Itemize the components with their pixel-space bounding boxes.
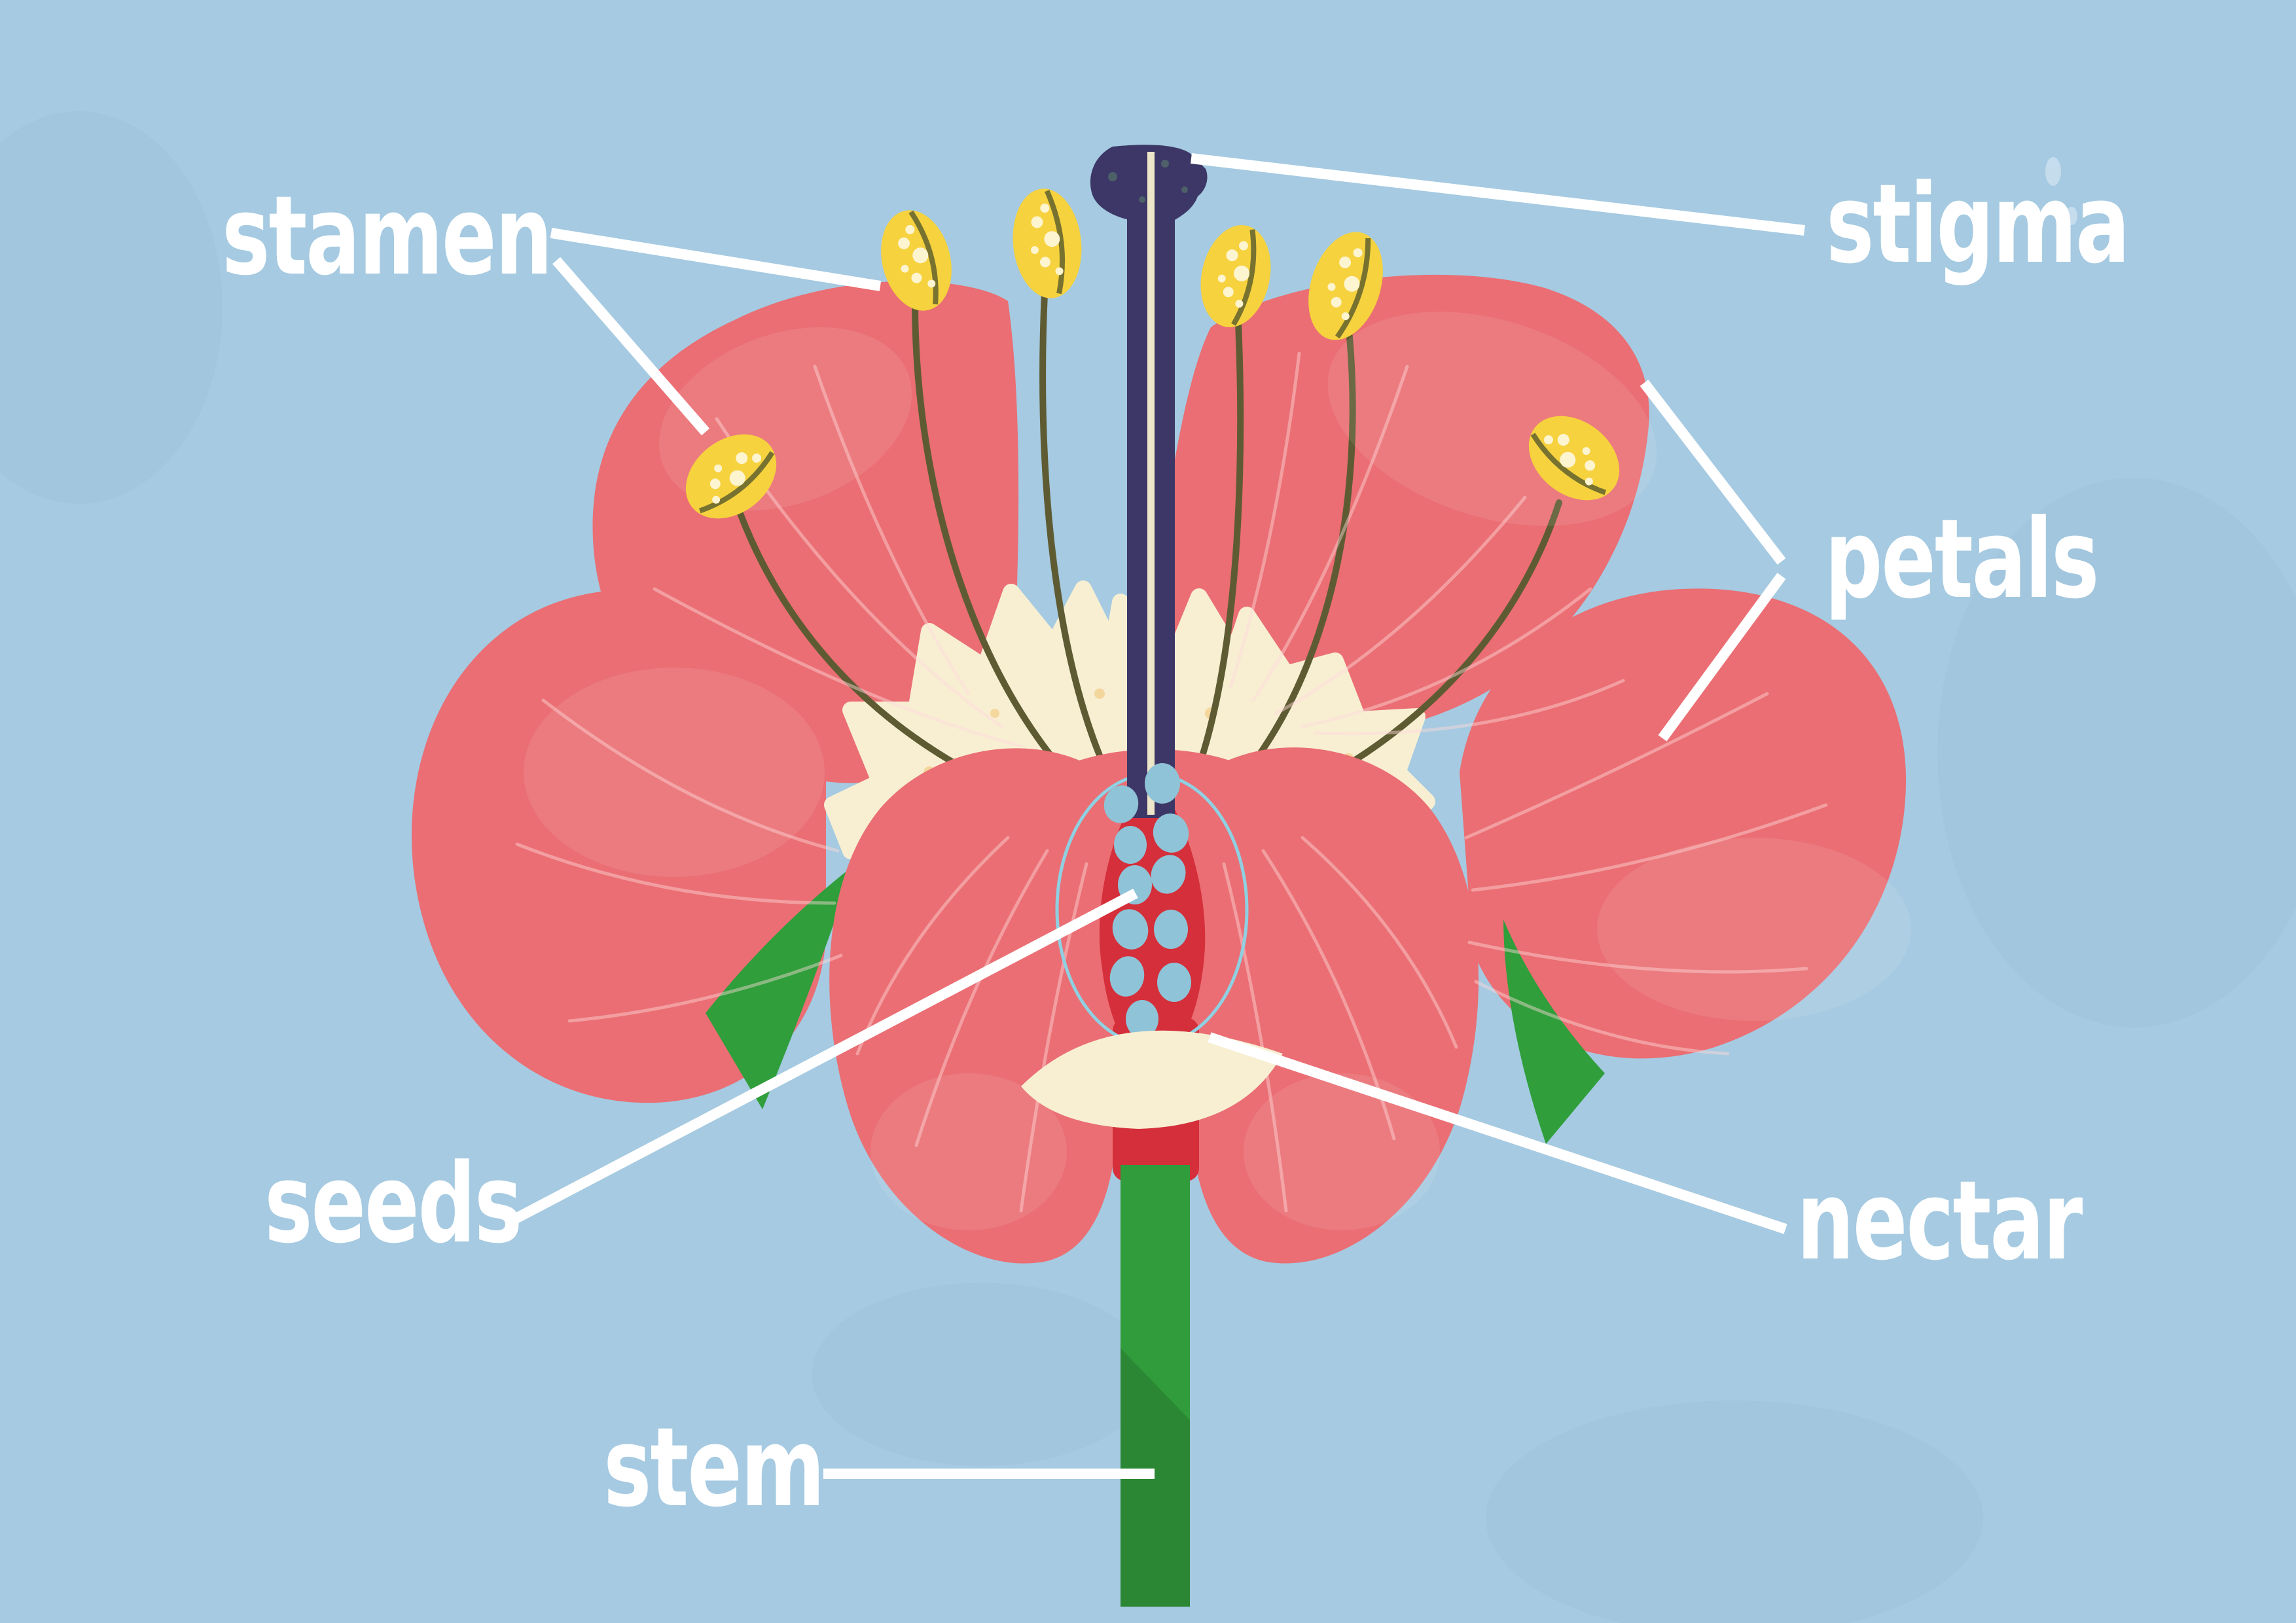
label-stamen: stamen [222,172,551,299]
leader-line-nectar [1208,1032,1787,1234]
anther-4 [1200,224,1271,328]
style-centre-stripe [1147,152,1155,815]
anther-5 [1308,232,1383,340]
seed-dot [1153,813,1189,853]
seed-dot [1145,763,1180,804]
petal-far-right [1460,588,1907,1059]
anther-2 [881,210,952,311]
anthers-group [685,188,1620,519]
leader-lines [513,153,1805,1479]
background-paint-specks [2045,157,2077,225]
petal-bottom-right [1188,747,1479,1264]
pistil-group [1090,145,1208,818]
seed-dot [1103,785,1139,823]
labels-group: stamen stigma petals seeds nectar stem [222,160,2130,1531]
leader-line-stamen-2 [552,257,710,436]
petal-upper-left [592,281,1019,783]
leader-line-petals-upper [1640,380,1786,565]
seed-dot [1154,910,1188,949]
seed-dot [1109,956,1145,997]
label-petals: petals [1825,495,2098,622]
seeds-group [1103,763,1191,1038]
seed-dot [1112,909,1149,950]
label-seeds: seeds [264,1140,521,1267]
label-stigma: stigma [1826,160,2128,287]
seed-dot [1126,1000,1158,1038]
label-stem: stem [603,1404,823,1531]
nectar-bowl [1021,1030,1283,1129]
background-watercolor-stains [0,111,2296,1623]
leader-line-stigma [1191,153,1805,236]
leader-line-petals-lower [1658,573,1786,741]
sepal-right [1503,919,1605,1144]
label-nectar: nectar [1797,1157,2083,1284]
anther-6 [1528,416,1620,501]
seed-dot [1151,855,1186,894]
sepals-group [706,865,1605,1144]
leader-line-stamen-1 [550,228,882,291]
anther-3 [1013,188,1082,298]
petal-bottom-left [829,748,1120,1264]
seed-dot [1157,963,1191,1002]
petal-upper-right [1162,274,1649,734]
stem-shading [1121,1348,1190,1607]
stigma-flecks [1108,160,1188,203]
seed-dot [1114,826,1147,864]
anther-1 [685,434,777,519]
sepal-left [706,865,854,1109]
leader-line-seeds [513,888,1138,1224]
